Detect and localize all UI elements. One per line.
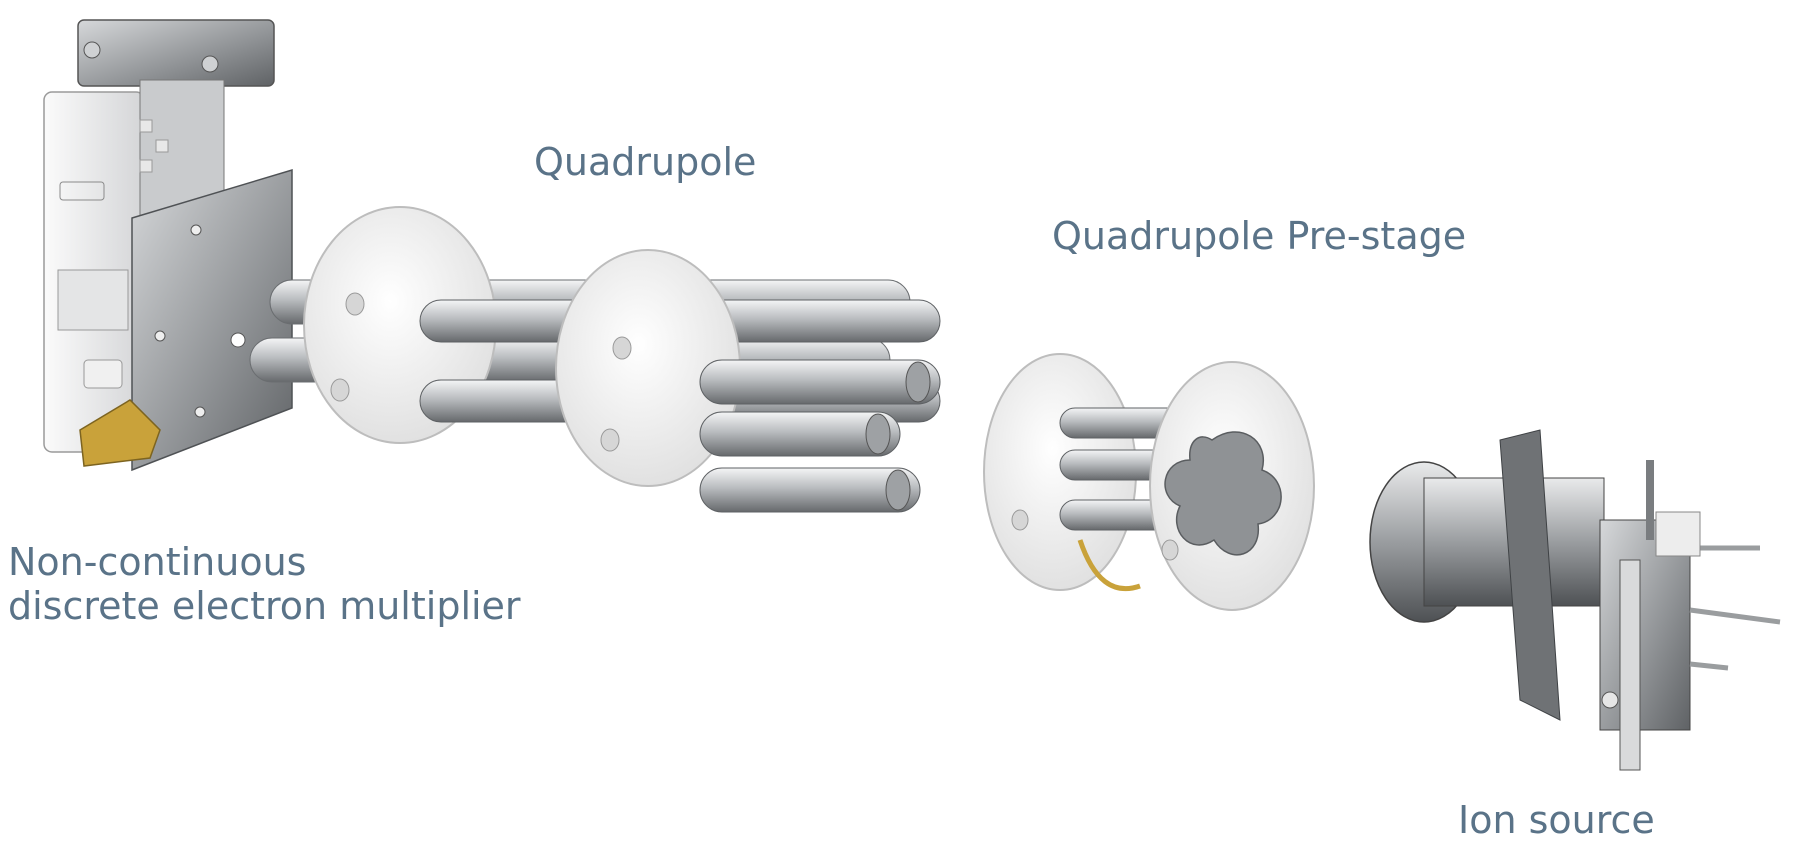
- gold-contact-tab: [79, 399, 161, 467]
- label-quadrupole: Quadrupole: [534, 140, 757, 184]
- ion-source-insulator: [1655, 511, 1701, 557]
- ring-hole: [600, 428, 620, 452]
- housing-contact: [139, 159, 153, 173]
- label-quadrupole-pre-stage: Quadrupole Pre-stage: [1052, 214, 1467, 258]
- quadrupole-rod-end: [699, 359, 941, 405]
- plate-hole: [230, 332, 246, 348]
- label-electron-multiplier-line2: discrete electron multiplier: [8, 584, 521, 629]
- screw-head: [83, 41, 101, 59]
- rod-end-face: [885, 469, 911, 511]
- multiplier-clip: [83, 359, 123, 389]
- rod-end-face: [865, 413, 891, 455]
- ion-source-screw: [1601, 691, 1619, 709]
- plate-screw: [154, 330, 166, 342]
- pre-stage-aperture: [1164, 431, 1282, 556]
- label-ion-source: Ion source: [1458, 798, 1655, 842]
- housing-contact: [155, 139, 169, 153]
- quadrupole-rod-end: [699, 411, 901, 457]
- mounting-plate: [131, 168, 293, 472]
- rod-end-face: [905, 361, 931, 403]
- label-electron-multiplier: Non-continuous discrete electron multipl…: [8, 540, 521, 629]
- label-electron-multiplier-line1: Non-continuous: [8, 540, 307, 584]
- ion-source-bracket: [1619, 559, 1641, 771]
- ring-hole: [612, 336, 632, 360]
- pre-stage-gold-wire: [1077, 539, 1141, 592]
- ion-source-assembly: [1369, 429, 1781, 771]
- plate-screw: [194, 406, 206, 418]
- quadrupole-rod-end: [699, 467, 921, 513]
- quadrupole-assembly: [249, 206, 941, 513]
- multiplier-top-bracket: [77, 19, 275, 87]
- screw-head: [201, 55, 219, 73]
- ring-hole: [330, 378, 350, 402]
- ring-hole: [1011, 509, 1029, 531]
- housing-contact: [139, 119, 153, 133]
- ring-hole: [1161, 539, 1179, 561]
- ring-hole: [345, 292, 365, 316]
- plate-screw: [190, 224, 202, 236]
- quadrupole-pre-stage-assembly: [983, 353, 1315, 611]
- ion-source-pin: [1689, 607, 1781, 625]
- electron-multiplier: [43, 19, 293, 472]
- housing-window: [57, 269, 129, 331]
- housing-marking: [59, 181, 105, 201]
- ion-source-pin: [1689, 661, 1729, 671]
- ion-source-flange: [1499, 429, 1561, 721]
